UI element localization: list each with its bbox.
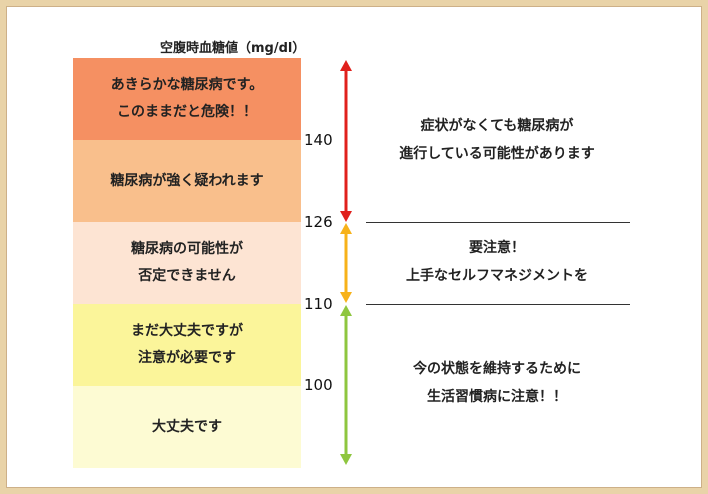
band-strongly-suspected: 糖尿病が強く疑われます — [73, 140, 301, 222]
message-warning: 要注意！ 上手なセルフマネジメントを — [362, 234, 632, 290]
red-arrow — [340, 60, 352, 222]
message-danger: 症状がなくても糖尿病が 進行している可能性があります — [362, 112, 632, 168]
band-danger-line-1: あきらかな糖尿病です。 — [110, 77, 264, 93]
band-ok-line-1: 大丈夫です — [152, 418, 222, 435]
orange-arrow — [340, 223, 352, 303]
tick-110: 110 — [304, 295, 333, 313]
chart-header: 空腹時血糖値（mg/dl） — [160, 41, 306, 56]
band-danger-line-2: このままだと危険！！ — [117, 104, 257, 120]
band-caution-line-1: まだ大丈夫ですが — [131, 323, 243, 339]
message-warning-line-1: 要注意！ — [469, 240, 525, 256]
green-arrow — [340, 305, 352, 465]
message-danger-line-2: 進行している可能性があります — [399, 146, 595, 162]
band-danger: あきらかな糖尿病です。 このままだと危険！！ — [73, 58, 301, 140]
band-possible-line-2: 否定できません — [138, 268, 236, 284]
message-maintain-line-1: 今の状態を維持するために — [413, 361, 581, 377]
band-caution-line-2: 注意が必要です — [138, 350, 236, 366]
tick-140: 140 — [304, 131, 333, 149]
message-maintain-line-2: 生活習慣病に注意！！ — [427, 389, 567, 405]
message-maintain: 今の状態を維持するために 生活習慣病に注意！！ — [362, 355, 632, 411]
band-ok: 大丈夫です — [73, 386, 301, 468]
band-possible-line-1: 糖尿病の可能性が — [131, 241, 243, 257]
band-caution: まだ大丈夫ですが 注意が必要です — [73, 304, 301, 386]
tick-126: 126 — [304, 213, 333, 231]
divider-126 — [366, 222, 630, 223]
divider-110 — [366, 304, 630, 305]
message-warning-line-2: 上手なセルフマネジメントを — [406, 268, 588, 284]
band-strongly-suspected-line-1: 糖尿病が強く疑われます — [110, 172, 264, 189]
tick-100: 100 — [304, 376, 333, 394]
band-possible: 糖尿病の可能性が 否定できません — [73, 222, 301, 304]
message-danger-line-1: 症状がなくても糖尿病が — [420, 118, 574, 134]
